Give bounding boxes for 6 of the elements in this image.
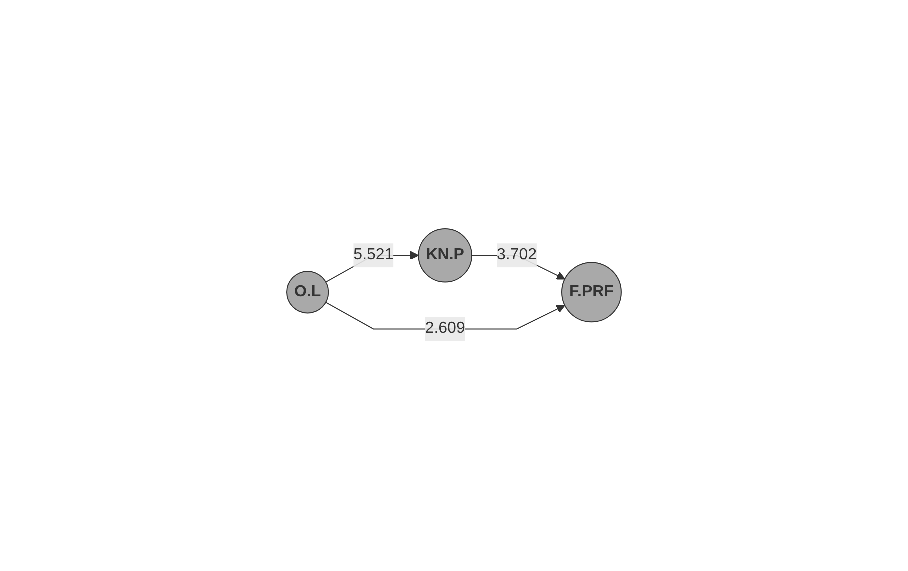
edge-label: 2.609 [425,320,466,338]
node-circle: F.PRF [561,262,622,324]
node-circle: KN.P [418,228,472,284]
node-circle: O.L [286,271,329,314]
edge-label: 5.521 [353,246,394,264]
edge-label: 3.702 [496,246,537,264]
